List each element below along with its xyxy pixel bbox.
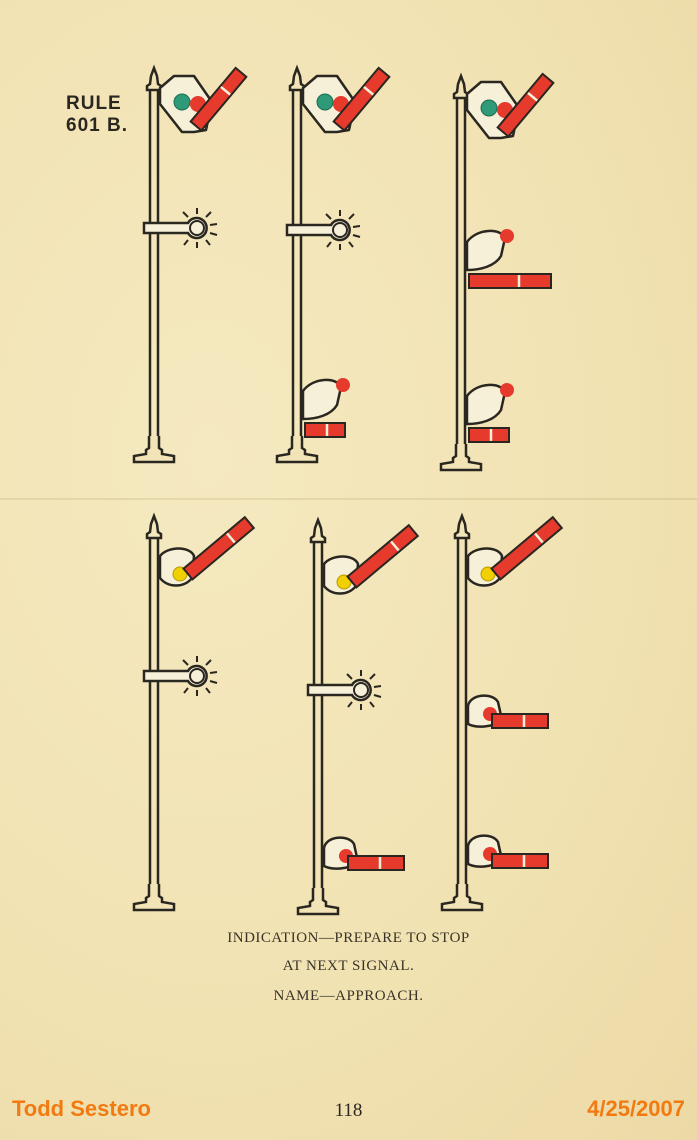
signal-r1c3 (439, 72, 555, 472)
signal-r1c1 (132, 66, 248, 464)
indication-line1: INDICATION—PREPARE TO STOP (227, 930, 470, 946)
author-credit: Todd Sestero (12, 1096, 151, 1121)
indication-line2: AT NEXT SIGNAL. (282, 958, 415, 974)
signal-r2c2 (296, 518, 420, 916)
signal-r2c1 (132, 514, 256, 912)
signal-r2c3 (440, 514, 564, 912)
date-stamp: 4/25/2007 (587, 1096, 685, 1121)
rule-label-line1: RULE (66, 93, 122, 114)
page-number: 118 (334, 1100, 363, 1121)
signal-r1c2 (275, 66, 391, 464)
rule-label-line2: 601 B. (66, 115, 128, 136)
rule-label: RULE 601 B. (66, 93, 128, 137)
page-fold (0, 498, 697, 500)
signal-name: NAME—APPROACH. (273, 988, 424, 1004)
